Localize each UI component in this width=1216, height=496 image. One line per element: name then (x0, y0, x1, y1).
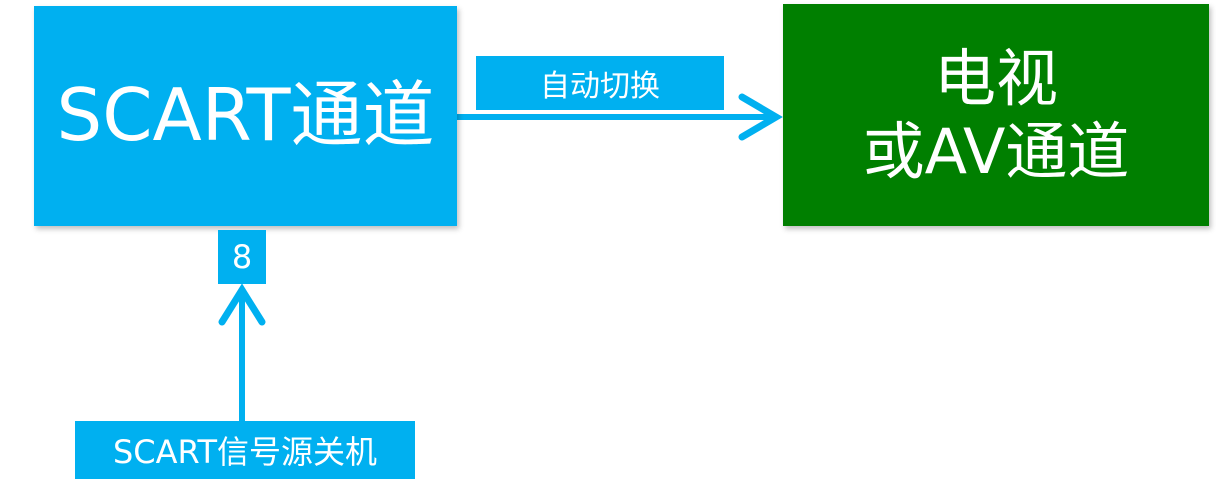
auto-switch-edge-label: 自动切换 (476, 56, 724, 110)
tv-channel-label-line1: 电视 (933, 41, 1058, 115)
tv-channel-label-line2: 或AV通道 (862, 115, 1130, 188)
scart-source-off-text: SCART信号源关机 (112, 433, 377, 471)
pin-number-text: 8 (231, 238, 253, 276)
arrow-scart-to-tv-head (738, 93, 783, 141)
pin-number-badge: 8 (218, 230, 266, 284)
scart-channel-label: SCART通道 (56, 73, 435, 158)
arrow-source-to-scart-head (218, 283, 266, 326)
scart-source-off-label: SCART信号源关机 (75, 421, 415, 479)
scart-channel-node: SCART通道 (34, 6, 457, 226)
auto-switch-text: 自动切换 (540, 69, 660, 104)
tv-or-av-channel-node: 电视 或AV通道 (783, 4, 1209, 226)
